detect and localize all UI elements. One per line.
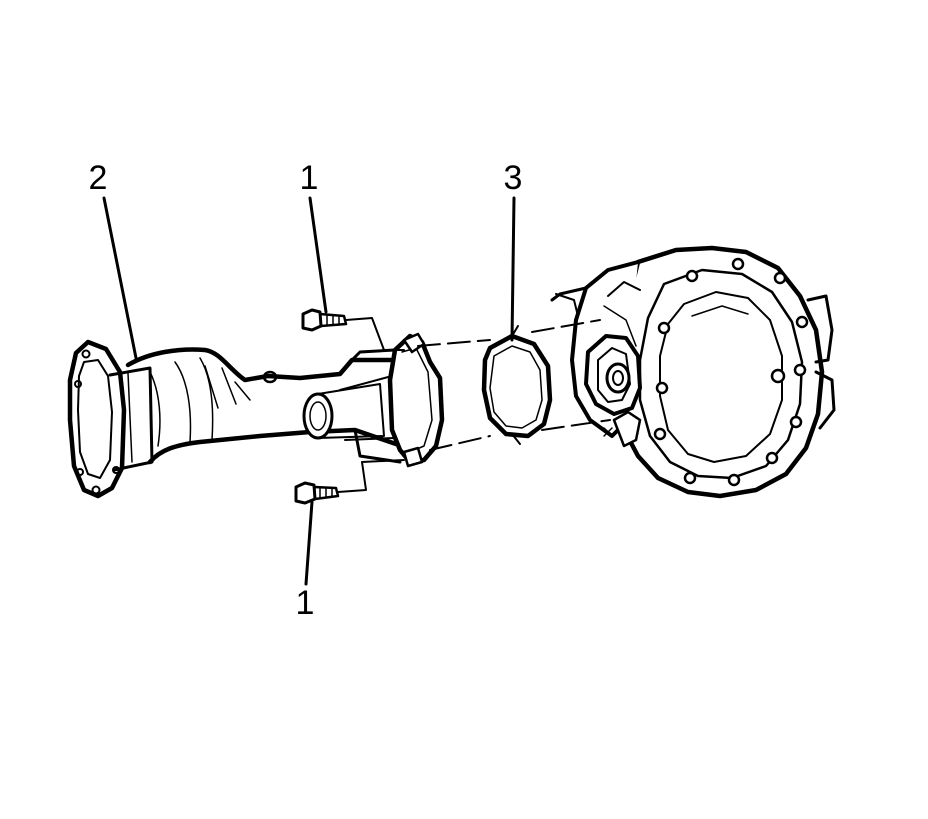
alignment-lines: [417, 319, 611, 451]
gasket: [481, 325, 553, 445]
callout-leaders: [102, 196, 516, 586]
leader-2: [102, 196, 138, 360]
callout-2-label: 2: [88, 159, 108, 197]
leader-1-top: [308, 196, 328, 314]
lower-bolt: [294, 481, 340, 505]
leader-3: [510, 196, 516, 342]
axle-tube: [67, 332, 445, 499]
callout-1-lower-label: 1: [295, 584, 315, 622]
bolt-path-lines: [337, 317, 405, 493]
callout-1-upper-label: 1: [299, 159, 319, 197]
differential-housing: [550, 245, 836, 499]
leader-1-bottom: [304, 500, 314, 586]
callout-3-label: 3: [503, 159, 523, 197]
upper-bolt: [301, 308, 348, 332]
